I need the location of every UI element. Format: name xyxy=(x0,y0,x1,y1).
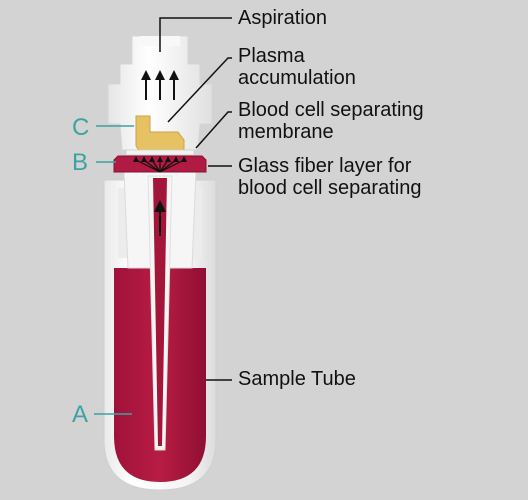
marker-b: B xyxy=(72,149,89,176)
glass-fiber-label-line2: blood cell separating xyxy=(238,177,422,199)
glass-fiber-label-line1: Glass fiber layer for xyxy=(238,155,412,177)
separating-membrane xyxy=(125,149,195,156)
membrane-label-line1: Blood cell separating xyxy=(238,99,424,121)
plasma-accumulation xyxy=(135,115,185,153)
sample-tube-label: Sample Tube xyxy=(238,368,356,390)
plasma-label-line1: Plasma xyxy=(238,45,305,67)
membrane-label-line2: membrane xyxy=(238,121,334,143)
aspiration-label: Aspiration xyxy=(238,7,327,29)
marker-lines xyxy=(94,125,134,415)
marker-a: A xyxy=(72,401,89,428)
plasma-label-line2: accumulation xyxy=(238,67,356,89)
aspiration-arrows xyxy=(141,70,179,100)
marker-c: C xyxy=(72,114,90,141)
leader-lines xyxy=(159,17,232,381)
